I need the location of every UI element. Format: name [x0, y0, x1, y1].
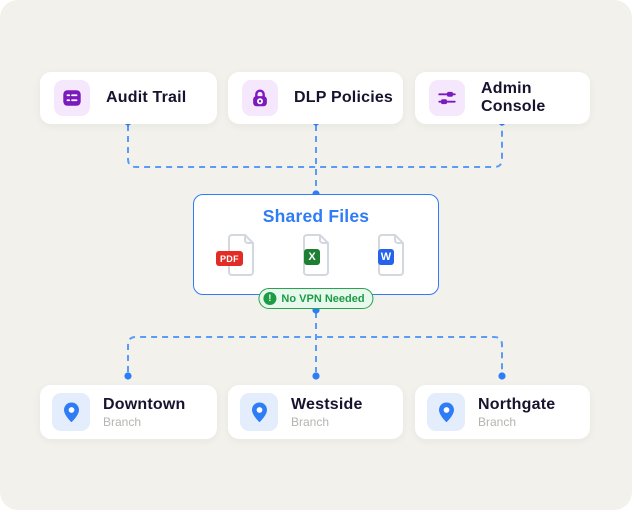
map-pin-icon [52, 393, 90, 431]
branch-card-westside: Westside Branch [228, 385, 403, 439]
audit-log-icon [54, 80, 90, 116]
branch-name: Northgate [478, 396, 555, 414]
map-pin-icon [240, 393, 278, 431]
no-vpn-badge: ! No VPN Needed [258, 288, 373, 309]
shield-alert-icon: ! [263, 292, 276, 305]
files-row: PDF X W [224, 234, 408, 276]
shared-files-title: Shared Files [263, 206, 369, 227]
branch-name: Westside [291, 396, 363, 414]
branch-subtitle: Branch [103, 415, 185, 429]
branch-subtitle: Branch [291, 415, 363, 429]
audit-trail-card: Audit Trail [40, 72, 217, 124]
card-label: Audit Trail [106, 89, 186, 107]
excel-badge: X [304, 249, 320, 265]
pdf-file-icon: PDF [224, 234, 258, 276]
lock-icon [242, 80, 278, 116]
branch-card-downtown: Downtown Branch [40, 385, 217, 439]
card-label: Admin Console [481, 80, 590, 116]
branch-name: Downtown [103, 396, 185, 414]
map-pin-icon [427, 393, 465, 431]
pdf-badge: PDF [216, 251, 243, 266]
excel-file-icon: X [299, 234, 333, 276]
dlp-policies-card: DLP Policies [228, 72, 403, 124]
admin-console-card: Admin Console [415, 72, 590, 124]
branch-card-northgate: Northgate Branch [415, 385, 590, 439]
word-file-icon: W [374, 234, 408, 276]
card-label: DLP Policies [294, 89, 393, 107]
shared-files-box: Shared Files PDF X [193, 194, 439, 295]
sliders-icon [429, 80, 465, 116]
no-vpn-label: No VPN Needed [281, 293, 364, 305]
word-badge: W [378, 249, 394, 265]
branch-subtitle: Branch [478, 415, 555, 429]
